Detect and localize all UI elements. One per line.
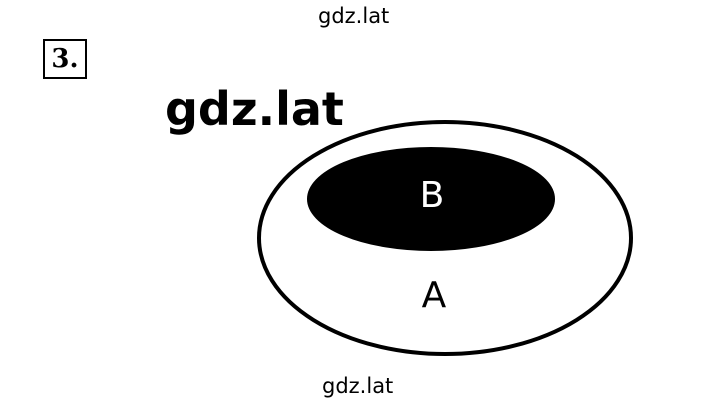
set-a-ellipse xyxy=(257,120,633,356)
set-b-label: B xyxy=(420,175,445,216)
task-number-box: 3. xyxy=(43,39,87,79)
set-b-ellipse xyxy=(307,147,555,251)
watermark-top: gdz.lat xyxy=(318,4,390,28)
watermark-bottom: gdz.lat xyxy=(322,374,394,398)
task-number: 3. xyxy=(51,44,79,74)
watermark-large: gdz.lat xyxy=(165,82,344,136)
set-a-label: A xyxy=(422,275,447,316)
